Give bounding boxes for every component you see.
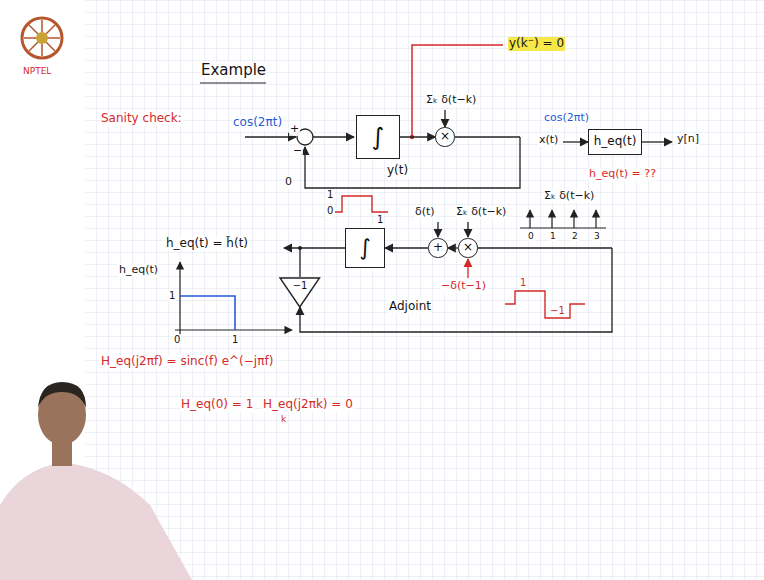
annotation-label: 0 (326, 205, 334, 217)
impulse-input (437, 222, 438, 237)
block-box: h_eq(t) (588, 129, 643, 155)
lecturer-shirt (0, 462, 192, 580)
impulse-input (444, 110, 445, 127)
annotation-label: NPTEL (22, 66, 52, 76)
impulse (595, 210, 596, 228)
annotation-label: Adjoint (388, 300, 432, 314)
operator-circle: + (428, 238, 447, 257)
annotation-label: 1 (326, 189, 334, 201)
annotation-label: 1 (519, 277, 527, 289)
annotation-label: Σₖ δ(t−k) (455, 206, 507, 219)
impulse-input (467, 222, 468, 237)
annotation-label: 3 (593, 231, 601, 241)
title-underline (200, 82, 266, 83)
annotation-label: y(t) (386, 164, 409, 178)
wire (299, 248, 300, 277)
x-axis (175, 329, 292, 330)
node-text: × (463, 241, 473, 254)
block-box: ∫ (356, 115, 400, 159)
input-wire (245, 136, 296, 137)
operator-circle: × (435, 127, 454, 146)
annotation-label: −1 (549, 305, 566, 317)
annotation-label: h_eq(t) = h̃(t) (165, 237, 249, 251)
annotation-label: cos(2πt) (232, 116, 283, 130)
annotation-label: −δ(t−1) (440, 280, 487, 293)
annotation-label: 1 (376, 214, 384, 226)
annotation-label: y(k⁻) = 0 (508, 37, 565, 51)
node-text: ∫ (359, 236, 370, 260)
annotation-label: 1 (231, 334, 239, 346)
annotation-label: − (292, 145, 303, 158)
triangle-shape (280, 278, 320, 307)
signal-wire (400, 136, 435, 137)
impulse (551, 210, 552, 228)
output-wire (284, 247, 345, 248)
train-axis (520, 227, 606, 228)
node-text: × (440, 130, 450, 143)
wire (477, 247, 612, 248)
annotation-label: x(t) (538, 134, 559, 147)
annotation-label: 0 (284, 176, 293, 189)
impulse (573, 210, 574, 228)
wire (641, 141, 672, 142)
heading: Example (200, 62, 267, 79)
annotation-label: Sanity check: (100, 112, 183, 126)
rect-pulse (180, 296, 235, 330)
annotation-label: Σₖ δ(t−k) (543, 190, 595, 203)
annotation-label: δ(t) (414, 206, 436, 219)
impulse-input (467, 259, 468, 278)
annotation-label: y[n] (676, 133, 700, 146)
annotation-label: 2 (571, 231, 579, 241)
gain-triangle: −1 (280, 278, 320, 307)
logo-spokes (24, 20, 60, 56)
y-axis (179, 262, 180, 336)
red-leader (412, 45, 503, 137)
annotation-label: k (280, 414, 287, 424)
annotation-label: H_eq(0) = 1 (180, 398, 254, 412)
annotation-label: Σₖ δ(t−k) (425, 94, 477, 107)
node-text: −1 (293, 280, 308, 291)
operator-circle: × (458, 238, 477, 257)
node-text: ∫ (372, 124, 385, 150)
logo-ring (22, 18, 62, 58)
junction-dot (298, 246, 302, 250)
annotation-label: H_eq(j2πk) = 0 (262, 398, 354, 412)
lecturer-hair (38, 382, 86, 408)
signal-wire (385, 247, 428, 248)
output-wire (453, 136, 520, 137)
annotation-label: H_eq(j2πf) = sinc(f) e^(−jπf) (100, 355, 274, 369)
wire (563, 141, 588, 142)
pulse-sketch (505, 291, 585, 318)
wire (313, 136, 354, 137)
annotation-label: 1 (549, 231, 557, 241)
annotation-label: h_eq(t) = ?? (588, 168, 657, 181)
node-text: h_eq(t) (594, 135, 637, 148)
feedback-wire (305, 137, 520, 188)
grid-ground (85, 0, 764, 580)
block-box: ∫ (345, 228, 385, 268)
annotation-label: + (289, 123, 300, 136)
annotation-label: 1 (168, 290, 176, 302)
annotation-label: h_eq(t) (118, 264, 159, 277)
annotation-label: cos(2πt) (543, 112, 590, 125)
pulse-sketch (335, 196, 388, 212)
annotation-label: 0 (527, 231, 535, 241)
signal-wire (448, 247, 459, 248)
impulse (529, 210, 530, 228)
annotation-label: 0 (173, 334, 181, 346)
logo-core (36, 32, 48, 44)
node-text: + (433, 241, 443, 254)
